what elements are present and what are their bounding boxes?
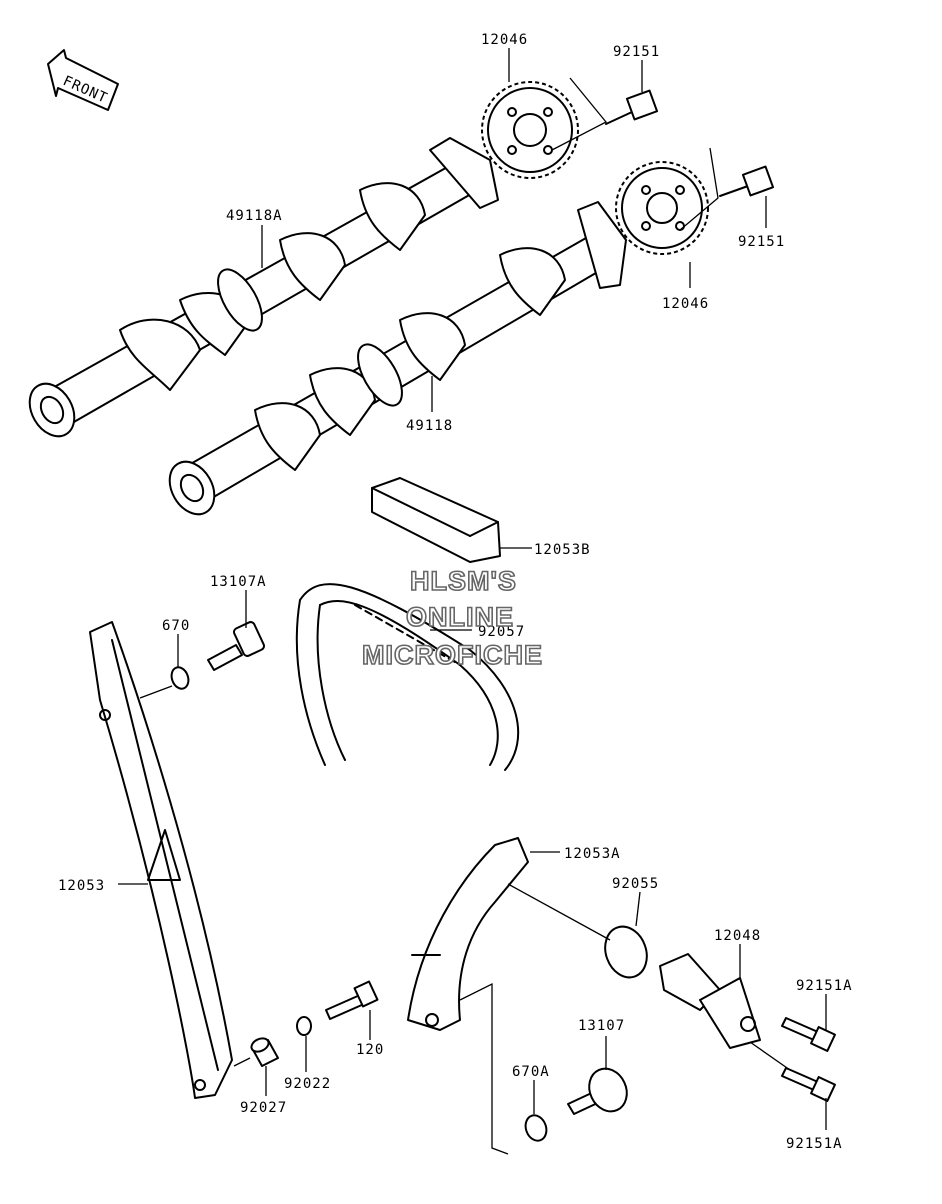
bolt-13107a (207, 621, 265, 671)
label-guide-tensioner-side: 12053 (58, 878, 105, 894)
watermark: HLSM'S ONLINE MICROFICHE (361, 565, 543, 671)
watermark-line1: HLSM'S (410, 566, 517, 596)
oring-670 (170, 666, 190, 690)
label-bolt-13107a: 13107A (210, 574, 267, 590)
camshaft-upper (28, 137, 499, 438)
bolt-92151a-upper (781, 1017, 836, 1052)
label-oring-670a: 670A (512, 1064, 550, 1080)
label-camshaft-lower: 49118 (406, 418, 453, 434)
label-tensioner: 12048 (714, 928, 761, 944)
chain-guide-tensioner-side (89, 621, 233, 1099)
chain-guide-upper (371, 477, 501, 563)
label-bolt-tensioner-1: 92151A (796, 978, 853, 994)
watermark-line3: MICROFICHE (362, 640, 543, 670)
label-chain: 92057 (478, 624, 525, 640)
cam-chain (295, 583, 520, 771)
chain-tensioner (659, 953, 761, 1049)
bolt-13107 (567, 1067, 628, 1115)
oring-92055 (604, 925, 648, 979)
label-bolt-120: 120 (356, 1042, 384, 1058)
front-arrow-icon: FRONT (47, 49, 119, 111)
label-sprocket-lower: 12046 (662, 296, 709, 312)
label-camshaft-upper: 49118A (226, 208, 283, 224)
label-guide-upper: 12053B (534, 542, 591, 558)
label-washer: 92022 (284, 1076, 331, 1092)
label-guide-lower: 12053A (564, 846, 621, 862)
bolt-92151-lower (719, 165, 775, 197)
sprocket-upper (481, 81, 579, 179)
label-bolt-13107: 13107 (578, 1018, 625, 1034)
collar-92027 (250, 1037, 279, 1067)
bolt-120 (325, 980, 379, 1020)
label-sprocket-upper: 12046 (481, 32, 528, 48)
washer-92022 (296, 1016, 312, 1036)
label-oring-92055: 92055 (612, 876, 659, 892)
label-bolt-lower: 92151 (738, 234, 785, 250)
label-collar: 92027 (240, 1100, 287, 1116)
camshaft-lower (168, 201, 627, 516)
label-oring-670: 670 (162, 618, 190, 634)
bolt-92151-upper (605, 89, 659, 125)
oring-670a (524, 1114, 548, 1142)
watermark-line2: ONLINE (406, 602, 514, 632)
bolt-92151a-lower (781, 1067, 836, 1102)
leader-lines (118, 48, 827, 1155)
label-bolt-tensioner-2: 92151A (786, 1136, 843, 1152)
label-bolt-upper: 92151 (613, 44, 660, 60)
chain-guide-lower (407, 837, 529, 1031)
sprocket-lower (615, 161, 709, 255)
